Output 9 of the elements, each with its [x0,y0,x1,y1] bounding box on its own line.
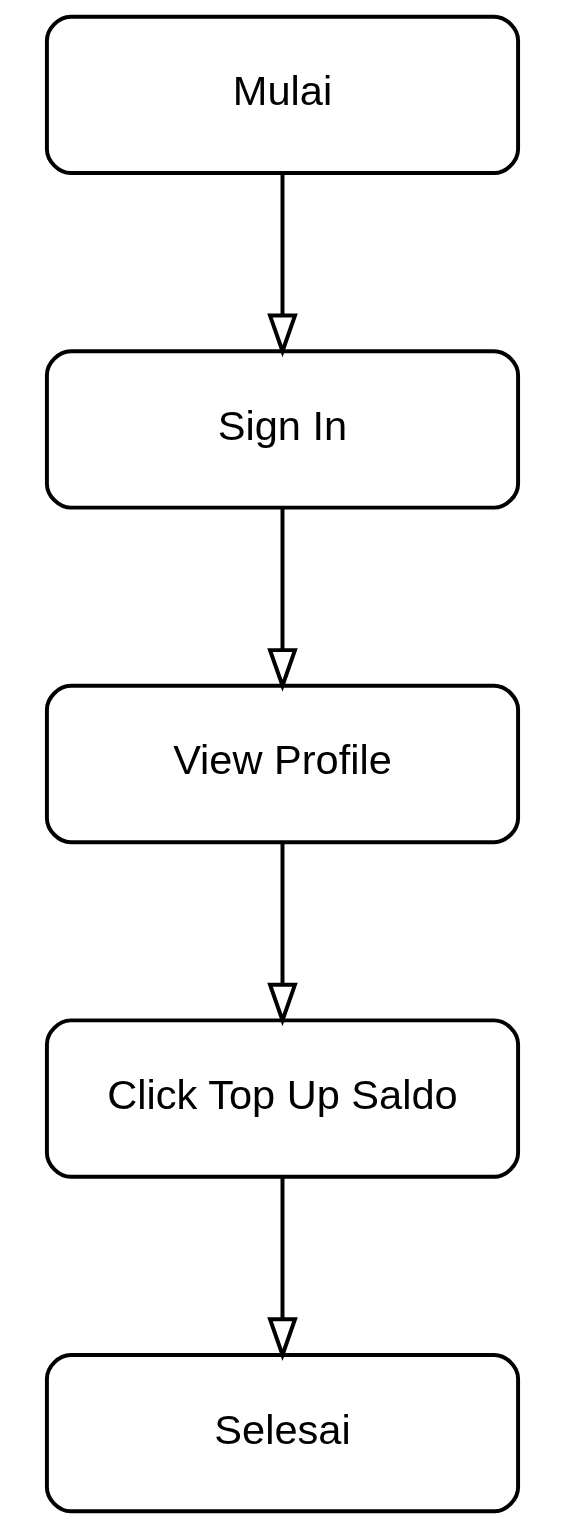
arrow [266,842,298,1027]
node-box: Click Top Up Saldo [44,1018,520,1179]
node-box: Sign In [44,349,520,510]
node-box: View Profile [44,683,520,845]
node-box: Selesai [44,1352,520,1514]
arrow [266,1177,298,1361]
arrow [266,173,298,358]
arrow [266,508,298,692]
node-box: Mulai [44,14,520,176]
